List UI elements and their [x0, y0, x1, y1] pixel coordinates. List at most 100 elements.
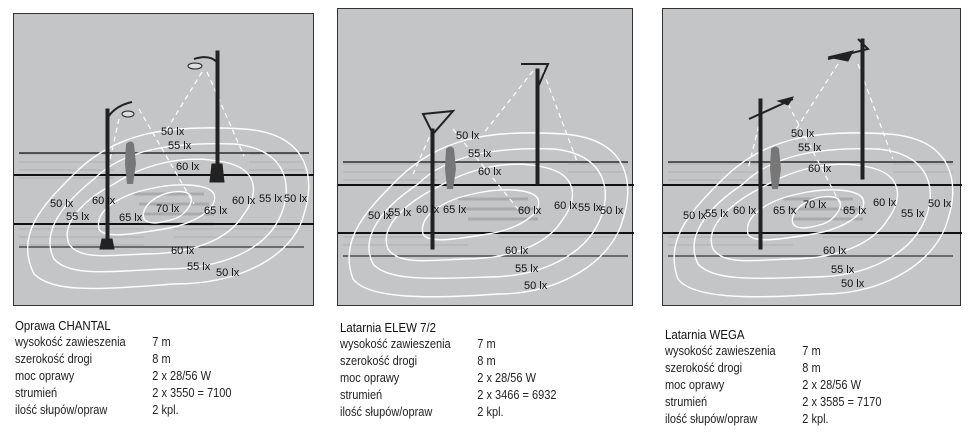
spec-label: ilość słupów/opraw — [340, 405, 433, 419]
lux-label: 55 lx — [259, 193, 283, 205]
lux-label: 60 lx — [171, 245, 195, 257]
isolux-contours — [673, 132, 954, 298]
lux-label: 50 lx — [600, 205, 624, 217]
lux-label: 60 lx — [478, 166, 502, 178]
spec-value: 2 kpl. — [477, 405, 504, 419]
lux-labels: 50 lx 55 lx 60 lx 50 lx 55 lx 60 lx 65 l… — [50, 126, 308, 279]
lux-label: 50 lx — [791, 128, 815, 140]
lux-label: 65 lx — [119, 212, 143, 224]
pavement-hatching — [668, 163, 953, 246]
lux-label: 50 lx — [841, 278, 865, 290]
spec-label: strumień — [340, 388, 383, 402]
spec-value: 2 x 3466 = 6932 — [477, 388, 557, 402]
spec-label: szerokość drogi — [15, 352, 93, 366]
lux-label: 55 lx — [66, 211, 90, 223]
lux-labels: 50 lx 55 lx 60 lx 50 lx 55 lx 60 lx 65 l… — [368, 130, 624, 292]
lux-label: 55 lx — [515, 263, 539, 275]
lux-label: 60 lx — [808, 163, 832, 175]
lux-label: 55 lx — [468, 148, 492, 160]
spec-block-wega: Latarnia WEGA wysokość zawieszenia 7 m sz… — [665, 326, 881, 428]
spec-value: 8 m — [152, 352, 171, 366]
lux-label: 60 lx — [518, 205, 542, 217]
lux-label: 55 lx — [831, 264, 855, 276]
lux-label: 65 lx — [443, 204, 467, 216]
spec-label: wysokość zawieszenia — [340, 337, 451, 351]
spec-label: wysokość zawieszenia — [15, 335, 126, 349]
lux-label: 55 lx — [798, 142, 822, 154]
light-beams — [747, 63, 894, 210]
crosswalk — [458, 197, 538, 221]
spec-label: wysokość zawieszenia — [665, 344, 776, 358]
spec-block-chantal: Oprawa CHANTAL wysokość zawieszenia 7 m s… — [15, 317, 231, 419]
spec-label: szerokość drogi — [665, 361, 743, 375]
road-lines — [14, 152, 314, 248]
spec-label: moc oprawy — [665, 378, 725, 392]
diagram-wega: 50 lx 55 lx 60 lx 50 lx 55 lx 60 lx 65 l… — [662, 8, 962, 306]
diagram-chantal: 50 lx 55 lx 60 lx 50 lx 55 lx 60 lx 65 l… — [13, 13, 314, 306]
lux-label: 65 lx — [843, 205, 867, 217]
lux-label: 60 lx — [505, 245, 529, 257]
spec-label: strumień — [665, 395, 708, 409]
lux-labels: 50 lx 55 lx 60 lx 50 lx 55 lx 60 lx 65 l… — [683, 128, 952, 290]
spec-value: 8 m — [477, 354, 496, 368]
lux-label: 50 lx — [216, 267, 240, 279]
lux-label: 55 lx — [187, 261, 211, 273]
light-beams — [108, 71, 245, 205]
spec-row: moc oprawy 2 x 28/56 W — [665, 377, 881, 394]
spec-label: ilość słupów/opraw — [15, 403, 108, 417]
spec-value: 2 x 3585 = 7170 — [802, 395, 882, 409]
lux-label: 55 lx — [168, 140, 192, 152]
lux-label: 50 lx — [683, 210, 707, 222]
lux-label: 55 lx — [901, 208, 925, 220]
lamp-posts — [99, 50, 225, 250]
lux-label: 65 lx — [204, 205, 228, 217]
lux-label: 50 lx — [284, 193, 308, 205]
spec-label: strumień — [15, 386, 58, 400]
crosswalk — [783, 197, 863, 221]
pavement-hatching — [343, 163, 628, 246]
lux-label: 60 lx — [416, 204, 440, 216]
lux-label: 60 lx — [733, 205, 757, 217]
lux-label: 55 lx — [705, 208, 729, 220]
spec-row: ilość słupów/opraw 2 kpl. — [15, 402, 231, 419]
lamp-posts — [748, 38, 870, 250]
illumination-diagram: 50 lx 55 lx 60 lx 50 lx 55 lx 60 lx 65 l… — [14, 50, 314, 290]
illumination-diagram: 50 lx 55 lx 60 lx 50 lx 55 lx 60 lx 65 l… — [338, 63, 634, 298]
lux-label: 60 lx — [823, 245, 847, 257]
isolux-contours — [348, 132, 629, 298]
spec-title: Oprawa CHANTAL — [15, 318, 111, 333]
spec-row: wysokość zawieszenia 7 m — [340, 336, 556, 353]
spec-row: moc oprawy 2 x 28/56 W — [15, 368, 231, 385]
lux-label: 60 lx — [873, 197, 897, 209]
pedestrian-figure — [445, 146, 456, 189]
spec-value: 2 kpl. — [152, 403, 179, 417]
spec-value: 2 x 28/56 W — [802, 378, 861, 392]
crosswalk — [134, 192, 214, 226]
lux-label: 60 lx — [176, 161, 200, 173]
spec-row: wysokość zawieszenia 7 m — [665, 343, 881, 360]
isolux-contours — [26, 127, 310, 290]
spec-value: 8 m — [802, 361, 821, 375]
spec-row: strumień 2 x 3585 = 7170 — [665, 394, 881, 411]
lux-label: 55 lx — [578, 202, 602, 214]
spec-row: ilość słupów/opraw 2 kpl. — [340, 404, 556, 421]
lux-label: 50 lx — [456, 130, 480, 142]
lux-label: 60 lx — [554, 200, 578, 212]
lamp-posts — [421, 63, 550, 250]
lux-label: 50 lx — [161, 126, 185, 138]
spec-label: moc oprawy — [15, 369, 75, 383]
illumination-diagram: 50 lx 55 lx 60 lx 50 lx 55 lx 60 lx 65 l… — [663, 38, 962, 298]
lux-label: 50 lx — [368, 210, 392, 222]
spec-value: 7 m — [477, 337, 496, 351]
spec-value: 2 x 28/56 W — [152, 369, 211, 383]
lux-label: 55 lx — [388, 207, 412, 219]
spec-value: 7 m — [802, 344, 821, 358]
lux-label: 50 lx — [50, 198, 74, 210]
spec-value: 7 m — [152, 335, 171, 349]
lux-label: 50 lx — [928, 198, 952, 210]
spec-title: Latarnia WEGA — [665, 327, 745, 342]
